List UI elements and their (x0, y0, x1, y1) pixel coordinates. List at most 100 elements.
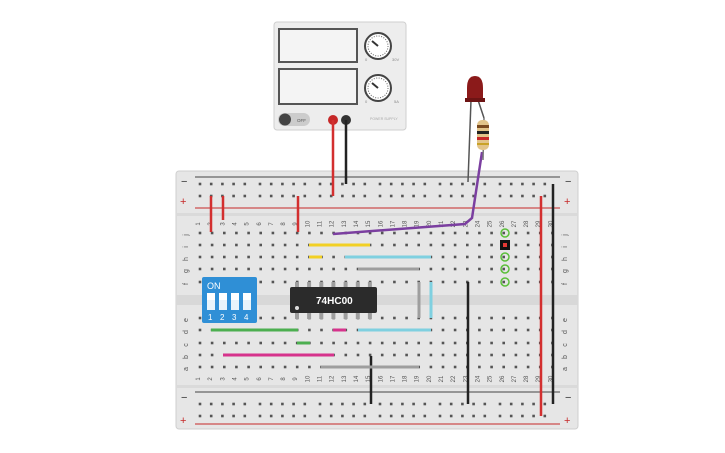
breadboard-hole[interactable] (532, 194, 535, 198)
breadboard-hole[interactable] (405, 341, 408, 345)
breadboard-hole[interactable] (308, 328, 311, 332)
breadboard-hole[interactable] (259, 243, 262, 247)
breadboard-hole[interactable] (292, 414, 295, 418)
breadboard-hole[interactable] (380, 341, 384, 345)
breadboard-hole[interactable] (498, 194, 502, 198)
breadboard-hole[interactable] (449, 414, 453, 418)
dip-switch[interactable]: ON 1 2 3 4 (202, 277, 257, 323)
breadboard-hole[interactable] (344, 341, 348, 345)
breadboard-hole[interactable] (269, 414, 273, 418)
logic-chip[interactable]: 74HC00 (290, 282, 377, 319)
breadboard-hole[interactable] (281, 182, 284, 186)
breadboard-hole[interactable] (502, 316, 505, 320)
breadboard-hole[interactable] (380, 243, 384, 247)
breadboard-hole[interactable] (243, 414, 247, 418)
breadboard-hole[interactable] (320, 267, 323, 271)
breadboard-hole[interactable] (429, 365, 433, 369)
breadboard-hole[interactable] (429, 231, 433, 235)
breadboard-hole[interactable] (209, 182, 213, 186)
breadboard-hole[interactable] (281, 402, 284, 406)
breadboard-hole[interactable] (259, 231, 262, 235)
breadboard-hole[interactable] (247, 267, 250, 271)
breadboard-hole[interactable] (320, 328, 323, 332)
breadboard-hole[interactable] (292, 182, 295, 186)
dip-toggle-2[interactable] (219, 293, 227, 310)
breadboard-hole[interactable] (378, 414, 382, 418)
breadboard-hole[interactable] (498, 182, 502, 186)
breadboard-hole[interactable] (283, 243, 287, 247)
breadboard-hole[interactable] (281, 194, 284, 198)
breadboard-hole[interactable] (543, 194, 547, 198)
breadboard-hole[interactable] (198, 255, 202, 259)
breadboard-hole[interactable] (223, 243, 226, 247)
breadboard-hole[interactable] (502, 231, 505, 235)
breadboard-hole[interactable] (412, 402, 415, 406)
breadboard-hole[interactable] (478, 255, 481, 259)
breadboard-hole[interactable] (393, 353, 396, 357)
breadboard-hole[interactable] (429, 353, 433, 357)
breadboard-hole[interactable] (438, 402, 442, 406)
breadboard-hole[interactable] (393, 316, 396, 320)
breadboard-hole[interactable] (423, 402, 427, 406)
breadboard-hole[interactable] (258, 182, 262, 186)
breadboard-hole[interactable] (235, 267, 238, 271)
breadboard-hole[interactable] (303, 194, 307, 198)
breadboard-hole[interactable] (453, 353, 457, 357)
breadboard-hole[interactable] (543, 182, 547, 186)
breadboard-hole[interactable] (235, 365, 238, 369)
breadboard-hole[interactable] (378, 194, 382, 198)
breadboard-hole[interactable] (429, 243, 433, 247)
breadboard-hole[interactable] (235, 243, 238, 247)
breadboard-hole[interactable] (532, 182, 535, 186)
breadboard-hole[interactable] (283, 316, 287, 320)
breadboard-hole[interactable] (514, 267, 518, 271)
breadboard-hole[interactable] (271, 365, 275, 369)
breadboard-hole[interactable] (352, 402, 355, 406)
breadboard-hole[interactable] (453, 231, 457, 235)
breadboard-hole[interactable] (453, 243, 457, 247)
breadboard-hole[interactable] (405, 280, 408, 284)
breadboard-hole[interactable] (478, 267, 481, 271)
breadboard-hole[interactable] (368, 353, 372, 357)
breadboard-hole[interactable] (490, 280, 493, 284)
breadboard-hole[interactable] (368, 341, 372, 345)
breadboard-hole[interactable] (209, 402, 213, 406)
breadboard-hole[interactable] (490, 365, 493, 369)
breadboard-hole[interactable] (514, 255, 518, 259)
breadboard-hole[interactable] (198, 231, 202, 235)
breadboard-hole[interactable] (303, 182, 307, 186)
breadboard-hole[interactable] (509, 194, 513, 198)
voltage-knob-icon[interactable] (364, 32, 392, 60)
breadboard-hole[interactable] (363, 414, 367, 418)
breadboard-hole[interactable] (543, 414, 547, 418)
breadboard-hole[interactable] (283, 341, 287, 345)
breadboard-hole[interactable] (259, 267, 262, 271)
breadboard-hole[interactable] (490, 267, 493, 271)
breadboard-hole[interactable] (453, 255, 457, 259)
breadboard-hole[interactable] (258, 194, 262, 198)
breadboard-hole[interactable] (526, 316, 530, 320)
resistor[interactable] (477, 117, 489, 161)
breadboard-hole[interactable] (490, 316, 493, 320)
breadboard-hole[interactable] (389, 182, 393, 186)
breadboard-hole[interactable] (438, 414, 442, 418)
breadboard-hole[interactable] (363, 402, 367, 406)
breadboard-hole[interactable] (247, 365, 250, 369)
breadboard-hole[interactable] (283, 280, 287, 284)
breadboard-hole[interactable] (320, 231, 323, 235)
breadboard-hole[interactable] (198, 316, 202, 320)
breadboard-hole[interactable] (441, 267, 445, 271)
breadboard-hole[interactable] (368, 231, 372, 235)
breadboard-hole[interactable] (441, 280, 445, 284)
breadboard-hole[interactable] (526, 365, 530, 369)
breadboard-hole[interactable] (389, 402, 393, 406)
breadboard-hole[interactable] (389, 194, 393, 198)
breadboard-hole[interactable] (210, 341, 214, 345)
breadboard-hole[interactable] (223, 365, 226, 369)
breadboard-hole[interactable] (526, 280, 530, 284)
breadboard-hole[interactable] (198, 243, 202, 247)
breadboard-hole[interactable] (498, 414, 502, 418)
breadboard-hole[interactable] (478, 243, 481, 247)
breadboard-hole[interactable] (401, 194, 404, 198)
breadboard-hole[interactable] (259, 365, 262, 369)
